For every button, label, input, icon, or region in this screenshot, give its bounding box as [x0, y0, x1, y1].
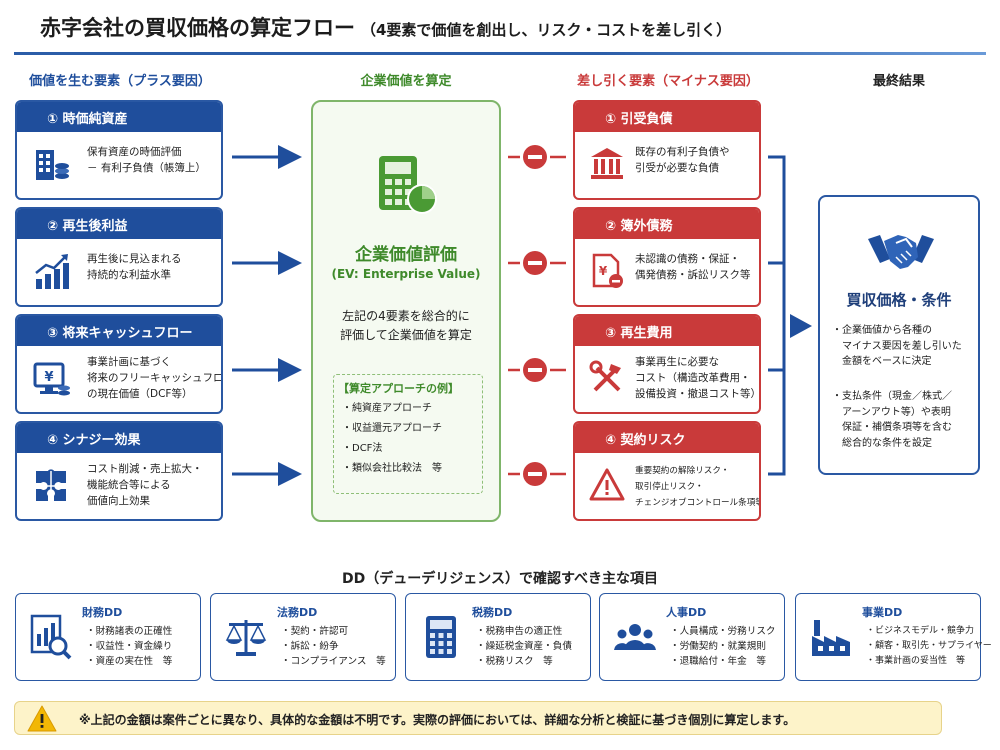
svg-text:¥: ¥ [44, 370, 53, 385]
plus-card-synergy: ④ シナジー効果 コスト削減・売上拡大・機能統合等による価値向上効果 [15, 421, 223, 521]
approach-examples: 【算定アプローチの例】 ・純資産アプローチ ・収益還元アプローチ ・DCF法 ・… [333, 374, 483, 494]
column-header-final: 最終結果 [872, 74, 925, 89]
minus-card-restructuring: ③ 再生費用 事業再生に必要なコスト（構造改革費用・設備投資・撤退コスト等） [573, 314, 761, 414]
plus-arrows [232, 145, 302, 486]
minus-card-contract-risk: ④ 契約リスク 重要契約の解除リスク・取引停止リスク・チェンジオブコントロール条… [573, 421, 761, 521]
title-rule [14, 52, 986, 55]
growth-chart-icon [35, 254, 69, 289]
minus-card-desc: 未認識の債務・保証・偶発債務・訴訟リスク等 [635, 253, 751, 281]
plus-card-desc: コスト削減・売上拡大・機能統合等による価値向上効果 [87, 463, 203, 507]
calculator-icon [426, 616, 456, 658]
factory-icon [812, 620, 850, 656]
plus-card-label: ③ 将来キャッシュフロー [17, 316, 221, 346]
minus-card-label: ① 引受負債 [575, 102, 759, 132]
approach-item: ・収益還元アプローチ [342, 423, 442, 434]
page-title: 赤字会社の買収価格の算定フロー （4要素で価値を創出し、リスク・コストを差し引く） [40, 12, 731, 42]
cash-monitor-icon: ¥ [33, 362, 70, 396]
approach-item: ・類似会社比較法 等 [342, 463, 442, 474]
dd-card-title: 税務DD [472, 606, 513, 619]
approach-item: ・純資産アプローチ [342, 403, 432, 414]
report-magnifier-icon [30, 614, 72, 660]
minus-card-desc: 事業再生に必要なコスト（構造改革費用・設備投資・撤退コスト等） [635, 356, 761, 400]
disclaimer-note: ※上記の金額は案件ごとに異なり、具体的な金額は不明です。実際の評価においては、詳… [14, 701, 942, 735]
dd-card-business: 事業DD ・ビジネスモデル・競争力・顧客・取引先・サプライヤー・事業計画の妥当性… [795, 593, 992, 681]
plus-card-label: ① 時価純資産 [17, 102, 221, 132]
dd-card-hr: 人事DD ・人員構成・労務リスク・労働契約・就業規則・退職給付・年金 等 [599, 593, 785, 681]
approach-title: 【算定アプローチの例】 [338, 382, 459, 395]
dd-card-title: 法務DD [277, 606, 318, 619]
plus-card-desc: 事業計画に基づく将来のフリーキャッシュフローの現在価値（DCF等） [87, 356, 223, 400]
dd-card-legal: 法務DD ・契約・許認可・訴訟・紛争・コンプライアンス 等 [210, 593, 396, 681]
minus-card-desc: 既存の有利子負債や引受が必要な負債 [635, 146, 730, 174]
calculator-chart-icon [379, 156, 437, 214]
dd-card-tax: 税務DD ・税務申告の適正性・繰延税金資産・負債・税務リスク 等 [405, 593, 591, 681]
column-header-center: 企業価値を算定 [360, 74, 452, 89]
minus-card-offbalance: ② 簿外債務 ¥ 未認識の債務・保証・偶発債務・訴訟リスク等 [573, 207, 761, 307]
dd-card-items: ・人員構成・労務リスク・労働契約・就業規則・退職給付・年金 等 [670, 626, 776, 667]
warning-icon [589, 468, 625, 501]
merge-bracket [768, 155, 786, 476]
minus-card-label: ④ 契約リスク [575, 423, 759, 453]
minus-card-label: ② 簿外債務 [575, 209, 759, 239]
final-para-2: ・支払条件（現金／株式／ アーンアウト等）や表明 保証・補償条項等を含む 総合的… [832, 391, 952, 449]
plus-card-label: ④ シナジー効果 [17, 423, 221, 453]
plus-card-net-assets: ① 時価純資産 保有資産の時価評価－ 有利子負債（帳簿上） [15, 100, 223, 200]
minus-card-desc: 重要契約の解除リスク・取引停止リスク・チェンジオブコントロール条項等 [635, 466, 761, 508]
column-header-minus: 差し引く要素（マイナス要因） [577, 74, 759, 89]
dd-card-title: 人事DD [666, 606, 707, 619]
dd-card-finance: 財務DD ・財務諸表の正確性・収益性・資金繰り・資産の実在性 等 [15, 593, 201, 681]
ev-description: 左記の4要素を総合的に評価して企業価値を算定 [340, 309, 472, 342]
dd-card-items: ・ビジネスモデル・競争力・顧客・取引先・サプライヤー・事業計画の妥当性 等 [866, 626, 992, 666]
dd-card-items: ・契約・許認可・訴訟・紛争・コンプライアンス 等 [281, 626, 386, 667]
dd-card-items: ・財務諸表の正確性・収益性・資金繰り・資産の実在性 等 [86, 626, 173, 667]
document-yen-icon: ¥ [592, 253, 623, 288]
disclaimer-text: ※上記の金額は案件ごとに異なり、具体的な金額は不明です。実際の評価においては、詳… [79, 713, 796, 727]
plus-card-cashflow: ③ 将来キャッシュフロー ¥ 事業計画に基づく将来のフリーキャッシュフローの現在… [15, 314, 223, 414]
plus-card-label: ② 再生後利益 [17, 209, 221, 239]
dd-card-items: ・税務申告の適正性・繰延税金資産・負債・税務リスク 等 [476, 626, 572, 667]
plus-card-desc: 保有資産の時価評価－ 有利子負債（帳簿上） [87, 146, 206, 174]
enterprise-value-panel: 企業価値評価 (EV: Enterprise Value) 左記の4要素を総合的… [311, 100, 501, 522]
ev-title: 企業価値評価 [355, 245, 457, 265]
plus-card-desc: 再生後に見込まれる持続的な利益水準 [87, 253, 182, 281]
svg-text:¥: ¥ [599, 264, 608, 278]
minus-connectors [508, 145, 566, 486]
plus-card-profit: ② 再生後利益 再生後に見込まれる持続的な利益水準 [15, 207, 223, 307]
title-main: 赤字会社の買収価格の算定フロー [40, 16, 355, 40]
building-coins-icon [36, 150, 69, 180]
final-result-panel: 買収価格・条件 ・企業価値から各種の マイナス要因を差し引いた 金額をベースに決… [818, 195, 980, 475]
people-icon [614, 624, 656, 650]
final-title: 買収価格・条件 [846, 291, 952, 309]
warning-icon [27, 705, 57, 732]
minus-card-liabilities: ① 引受負債 既存の有利子負債や引受が必要な負債 [573, 100, 761, 200]
dd-card-title: 財務DD [82, 606, 123, 619]
tools-icon [589, 360, 621, 392]
final-para-1: ・企業価値から各種の マイナス要因を差し引いた 金額をベースに決定 [832, 325, 962, 367]
title-subtitle: （4要素で価値を創出し、リスク・コストを差し引く） [361, 21, 732, 39]
puzzle-icon [36, 469, 66, 501]
bank-icon [591, 148, 623, 179]
final-arrow [790, 314, 812, 338]
handshake-icon [868, 235, 934, 269]
column-header-plus: 価値を生む要素（プラス要因） [29, 74, 211, 89]
scales-icon [225, 620, 267, 656]
ev-subtitle: (EV: Enterprise Value) [331, 267, 481, 281]
dd-card-title: 事業DD [862, 606, 903, 619]
approach-item: ・DCF法 [342, 443, 383, 454]
minus-card-label: ③ 再生費用 [575, 316, 759, 346]
dd-heading: DD（デューデリジェンス）で確認すべき主な項目 [342, 571, 658, 587]
